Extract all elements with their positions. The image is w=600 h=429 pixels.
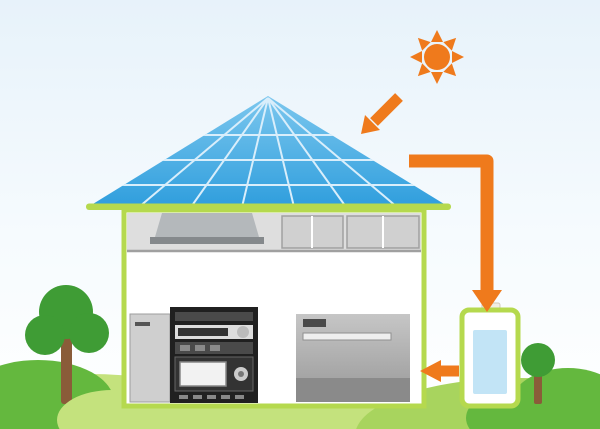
second-floor bbox=[127, 213, 421, 253]
left-vegetation bbox=[0, 285, 167, 429]
vent-hood bbox=[155, 213, 259, 237]
appliance-stack bbox=[170, 307, 258, 403]
arrow-head bbox=[472, 290, 502, 312]
appliance-button bbox=[221, 395, 230, 399]
left-tree bbox=[25, 285, 109, 404]
right-tree-trunk bbox=[534, 372, 542, 404]
dishwasher bbox=[296, 314, 410, 402]
arrow-head bbox=[420, 360, 441, 382]
appliance-button bbox=[180, 345, 190, 351]
arrow-roof-to-battery bbox=[409, 154, 502, 312]
arrow-shaft bbox=[409, 154, 494, 292]
dishwasher-handle-slot bbox=[302, 332, 392, 341]
cabinet bbox=[129, 313, 171, 403]
vent-hood-lip bbox=[150, 237, 264, 244]
arrow-head bbox=[361, 115, 380, 134]
left-tree-foliage bbox=[25, 315, 65, 355]
dishwasher-base-band bbox=[296, 378, 410, 402]
energy-flow-arrows bbox=[361, 93, 502, 382]
battery-window bbox=[473, 330, 507, 394]
left-tree-trunk bbox=[61, 338, 72, 404]
microwave-window bbox=[179, 361, 227, 387]
appliance-knob bbox=[237, 326, 249, 338]
cabinet-handle bbox=[135, 322, 150, 326]
home-appliances bbox=[129, 307, 410, 403]
appliance-button bbox=[210, 345, 220, 351]
dishwasher-control bbox=[303, 319, 326, 327]
appliance-button bbox=[179, 395, 188, 399]
roof-panel bbox=[88, 96, 449, 207]
right-tree-foliage bbox=[521, 343, 555, 377]
left-tree-foliage bbox=[69, 313, 109, 353]
appliance-button bbox=[195, 345, 205, 351]
right-tree bbox=[521, 343, 555, 404]
sun-icon bbox=[410, 30, 464, 84]
arrow-shaft bbox=[370, 93, 403, 126]
arrow-battery-to-house bbox=[420, 360, 459, 382]
appliance-button bbox=[193, 395, 202, 399]
house bbox=[86, 96, 451, 409]
microwave-knob-center bbox=[238, 371, 244, 377]
appliance-button bbox=[235, 395, 244, 399]
arrow-sun-to-roof bbox=[361, 93, 403, 134]
appliance-top-panel bbox=[175, 312, 253, 321]
appliance-button bbox=[207, 395, 216, 399]
storage-battery bbox=[459, 302, 521, 409]
appliance-display-screen bbox=[178, 328, 228, 336]
